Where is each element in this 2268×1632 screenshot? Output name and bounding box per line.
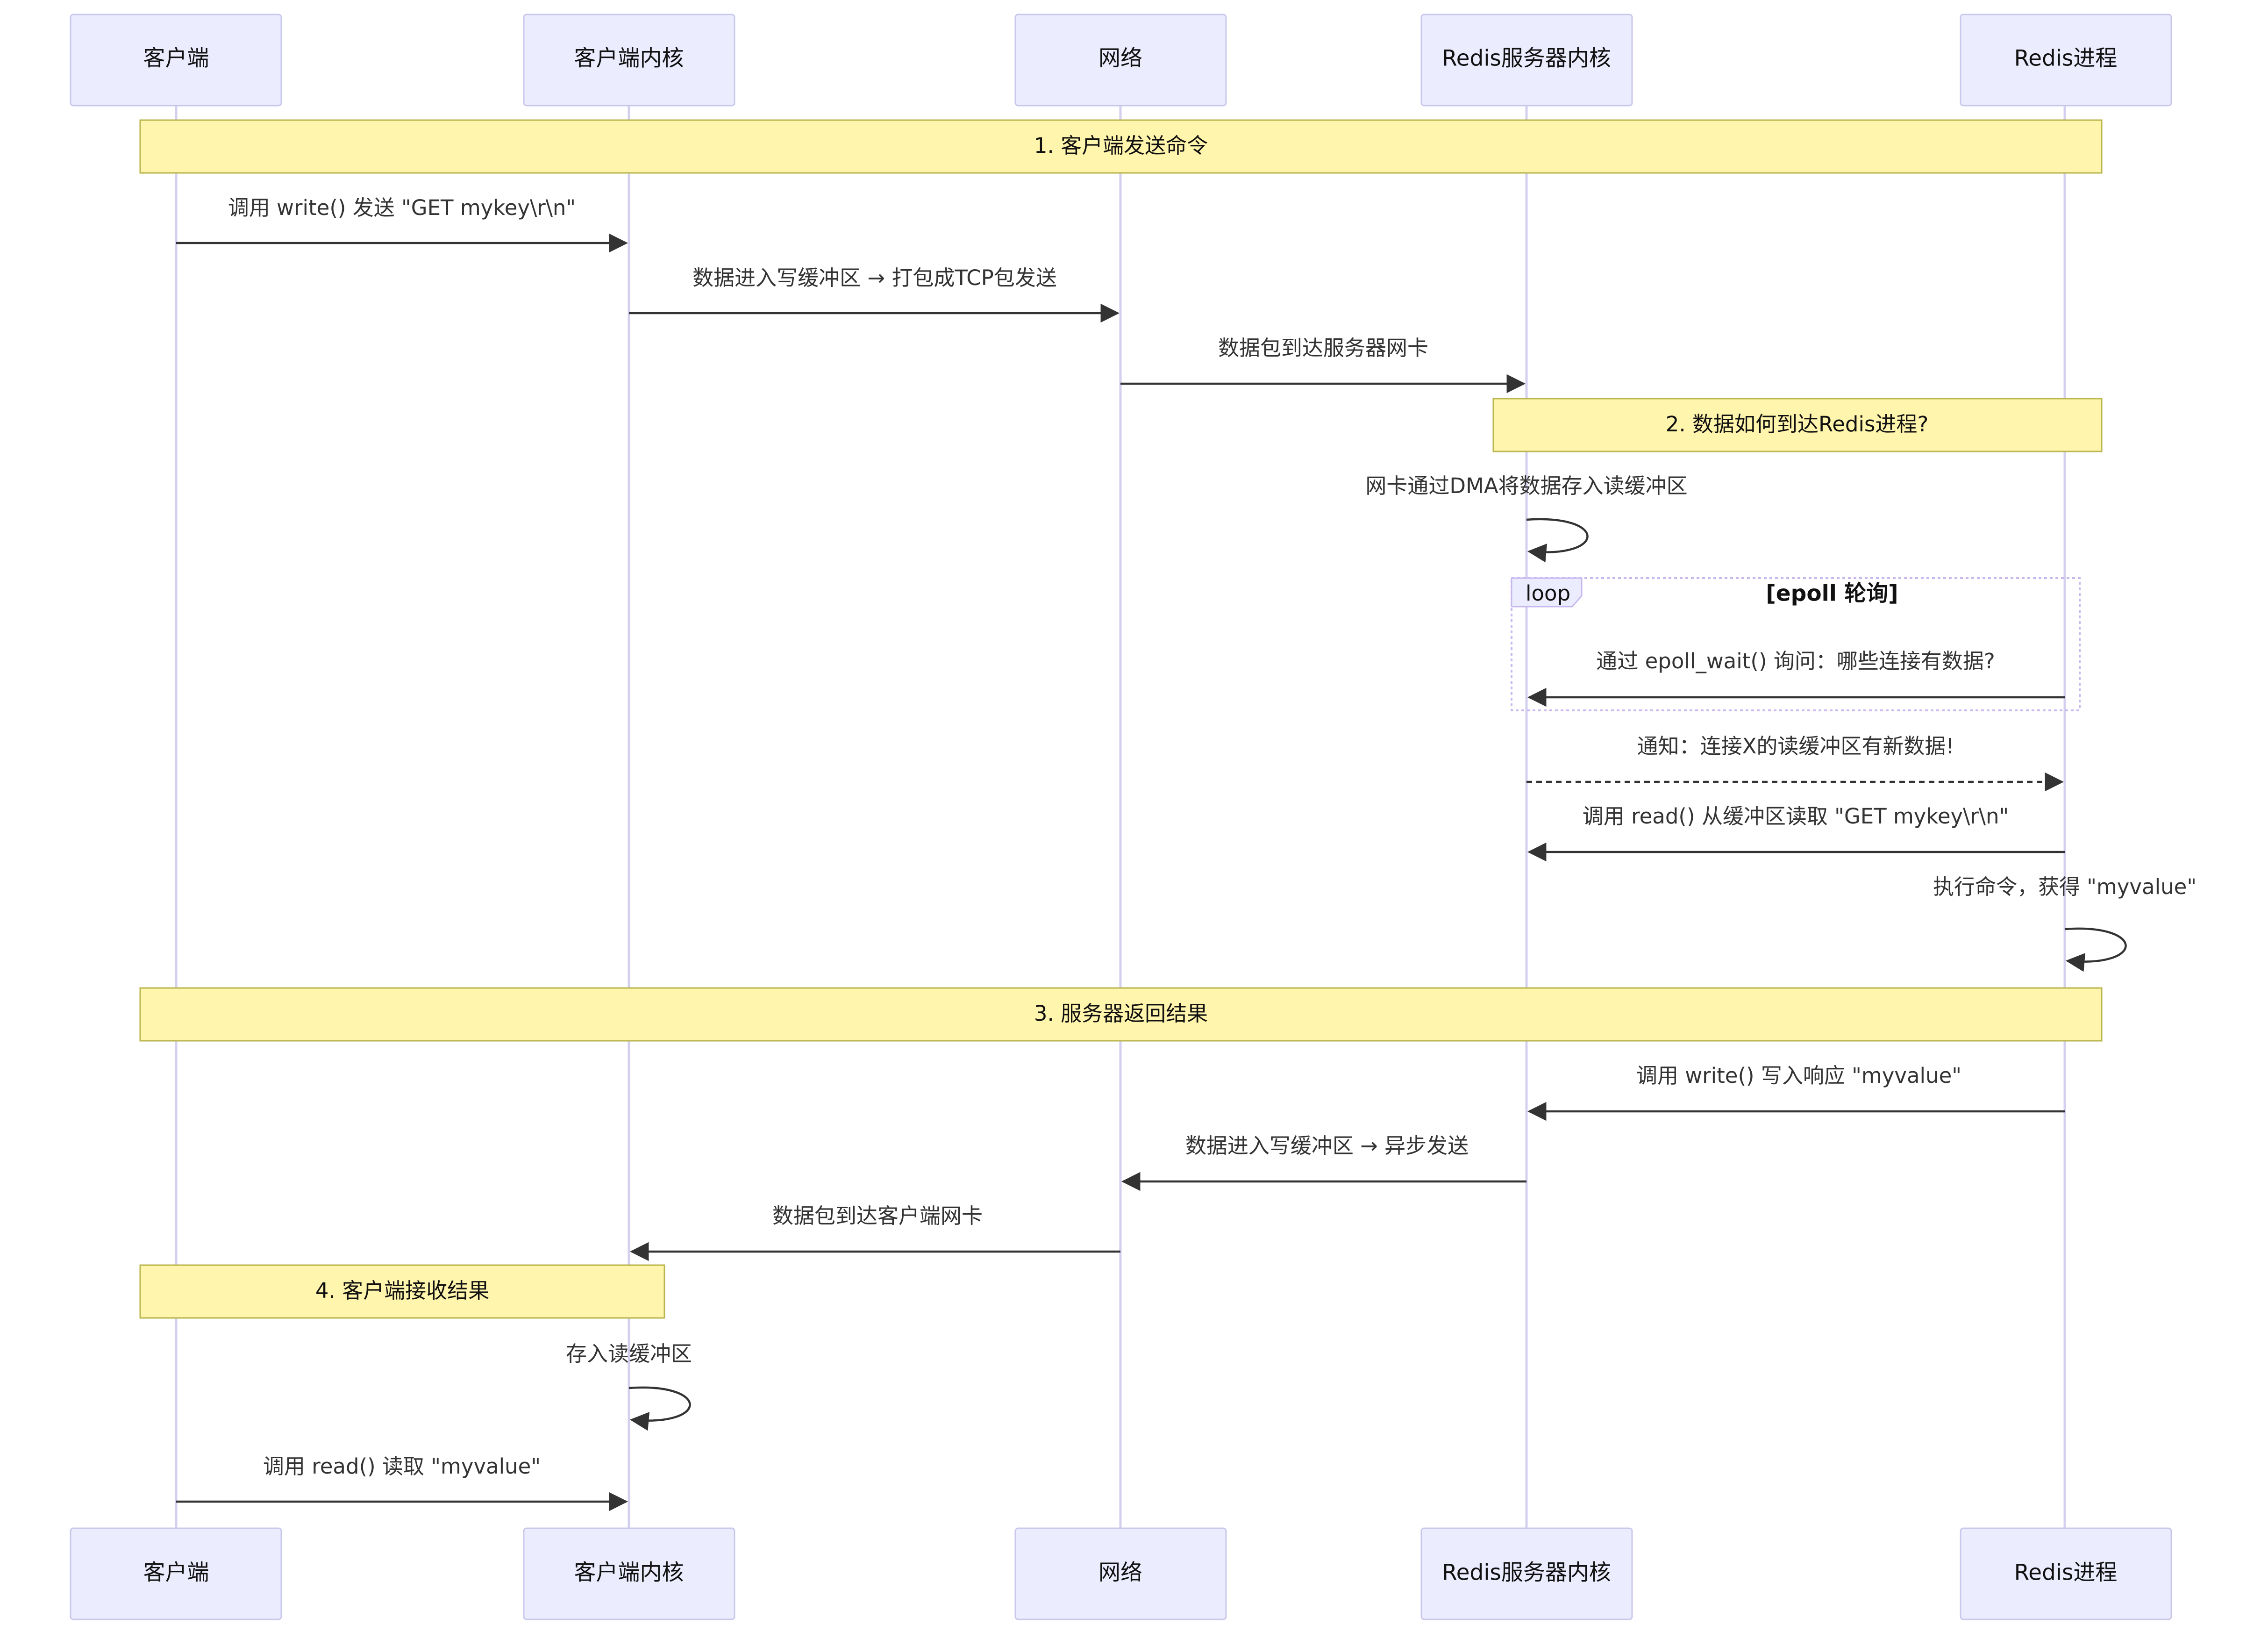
actor-label: 客户端 <box>143 46 209 72</box>
actor-redis-kernel-bottom: Redis服务器内核 <box>1420 1527 1633 1620</box>
note-data-to-redis: 2. 数据如何到达Redis进程? <box>1492 398 2103 452</box>
actor-client-top: 客户端 <box>70 14 282 107</box>
message-label: 调用 read() 从缓冲区读取 "GET mykey\r\n" <box>1583 804 2009 829</box>
message-label: 数据进入写缓冲区 → 异步发送 <box>1185 1133 1469 1158</box>
note-text: 4. 客户端接收结果 <box>315 1278 489 1303</box>
message-label: 执行命令，获得 "myvalue" <box>1933 874 2197 899</box>
actor-label: Redis服务器内核 <box>1442 46 1611 72</box>
message-label: 存入读缓冲区 <box>566 1341 692 1366</box>
actor-label: Redis进程 <box>2014 1560 2118 1586</box>
message-label: 数据包到达客户端网卡 <box>772 1203 983 1228</box>
message-packet-arrive-server: 数据包到达服务器网卡 <box>1120 336 1526 394</box>
actor-label: 网络 <box>1098 46 1142 72</box>
message-read-value: 调用 read() 读取 "myvalue" <box>176 1454 628 1511</box>
note-server-return: 3. 服务器返回结果 <box>139 987 2103 1042</box>
message-store-read-buffer: 存入读缓冲区 <box>566 1341 692 1431</box>
message-read-get: 调用 read() 从缓冲区读取 "GET mykey\r\n" <box>1527 804 2065 862</box>
actor-client-kernel-top: 客户端内核 <box>523 14 735 107</box>
actor-network-top: 网络 <box>1014 14 1227 107</box>
actor-redis-process-bottom: Redis进程 <box>1960 1527 2172 1620</box>
message-label: 通过 epoll_wait() 询问：哪些连接有数据? <box>1596 649 1995 673</box>
message-epoll-wait: 通过 epoll_wait() 询问：哪些连接有数据? <box>1527 649 2065 707</box>
message-execute-command: 执行命令，获得 "myvalue" <box>1933 874 2197 972</box>
message-label: 数据包到达服务器网卡 <box>1218 336 1428 360</box>
message-label: 调用 write() 发送 "GET mykey\r\n" <box>228 195 576 220</box>
actor-label: 网络 <box>1098 1560 1142 1586</box>
actor-network-bottom: 网络 <box>1014 1527 1227 1620</box>
note-text: 1. 客户端发送命令 <box>1034 133 1208 158</box>
actor-label: 客户端 <box>143 1560 209 1586</box>
message-write-get: 调用 write() 发送 "GET mykey\r\n" <box>176 195 628 253</box>
actor-label: 客户端内核 <box>574 1560 684 1586</box>
note-client-send: 1. 客户端发送命令 <box>139 119 2103 174</box>
note-text: 3. 服务器返回结果 <box>1034 1001 1208 1026</box>
loop-frame: loop [epoll 轮询] <box>1511 577 2081 711</box>
actor-label: 客户端内核 <box>574 46 684 72</box>
loop-condition: [epoll 轮询] <box>1766 581 1898 607</box>
message-dma-store: 网卡通过DMA将数据存入读缓冲区 <box>1365 473 1688 563</box>
message-label: 数据进入写缓冲区 → 打包成TCP包发送 <box>692 265 1057 290</box>
message-notify-new-data: 通知：连接X的读缓冲区有新数据! <box>1526 734 2064 792</box>
actor-label: Redis服务器内核 <box>1442 1560 1611 1586</box>
message-tcp-send: 数据进入写缓冲区 → 打包成TCP包发送 <box>629 265 1120 323</box>
actor-label: Redis进程 <box>2014 46 2118 72</box>
message-label: 网卡通过DMA将数据存入读缓冲区 <box>1365 473 1687 498</box>
message-write-response: 调用 write() 写入响应 "myvalue" <box>1527 1063 2065 1121</box>
message-label: 调用 write() 写入响应 "myvalue" <box>1636 1063 1961 1088</box>
loop-label: loop <box>1526 581 1570 606</box>
message-packet-arrive-client: 数据包到达客户端网卡 <box>629 1203 1120 1261</box>
actor-redis-process-top: Redis进程 <box>1960 14 2172 107</box>
message-label: 调用 read() 读取 "myvalue" <box>263 1454 541 1479</box>
note-client-receive: 4. 客户端接收结果 <box>139 1264 665 1319</box>
message-label: 通知：连接X的读缓冲区有新数据! <box>1637 734 1954 759</box>
actor-client-bottom: 客户端 <box>70 1527 282 1620</box>
actor-redis-kernel-top: Redis服务器内核 <box>1420 14 1633 107</box>
note-text: 2. 数据如何到达Redis进程? <box>1666 412 1929 437</box>
message-async-send: 数据进入写缓冲区 → 异步发送 <box>1121 1133 1526 1191</box>
actor-client-kernel-bottom: 客户端内核 <box>523 1527 735 1620</box>
